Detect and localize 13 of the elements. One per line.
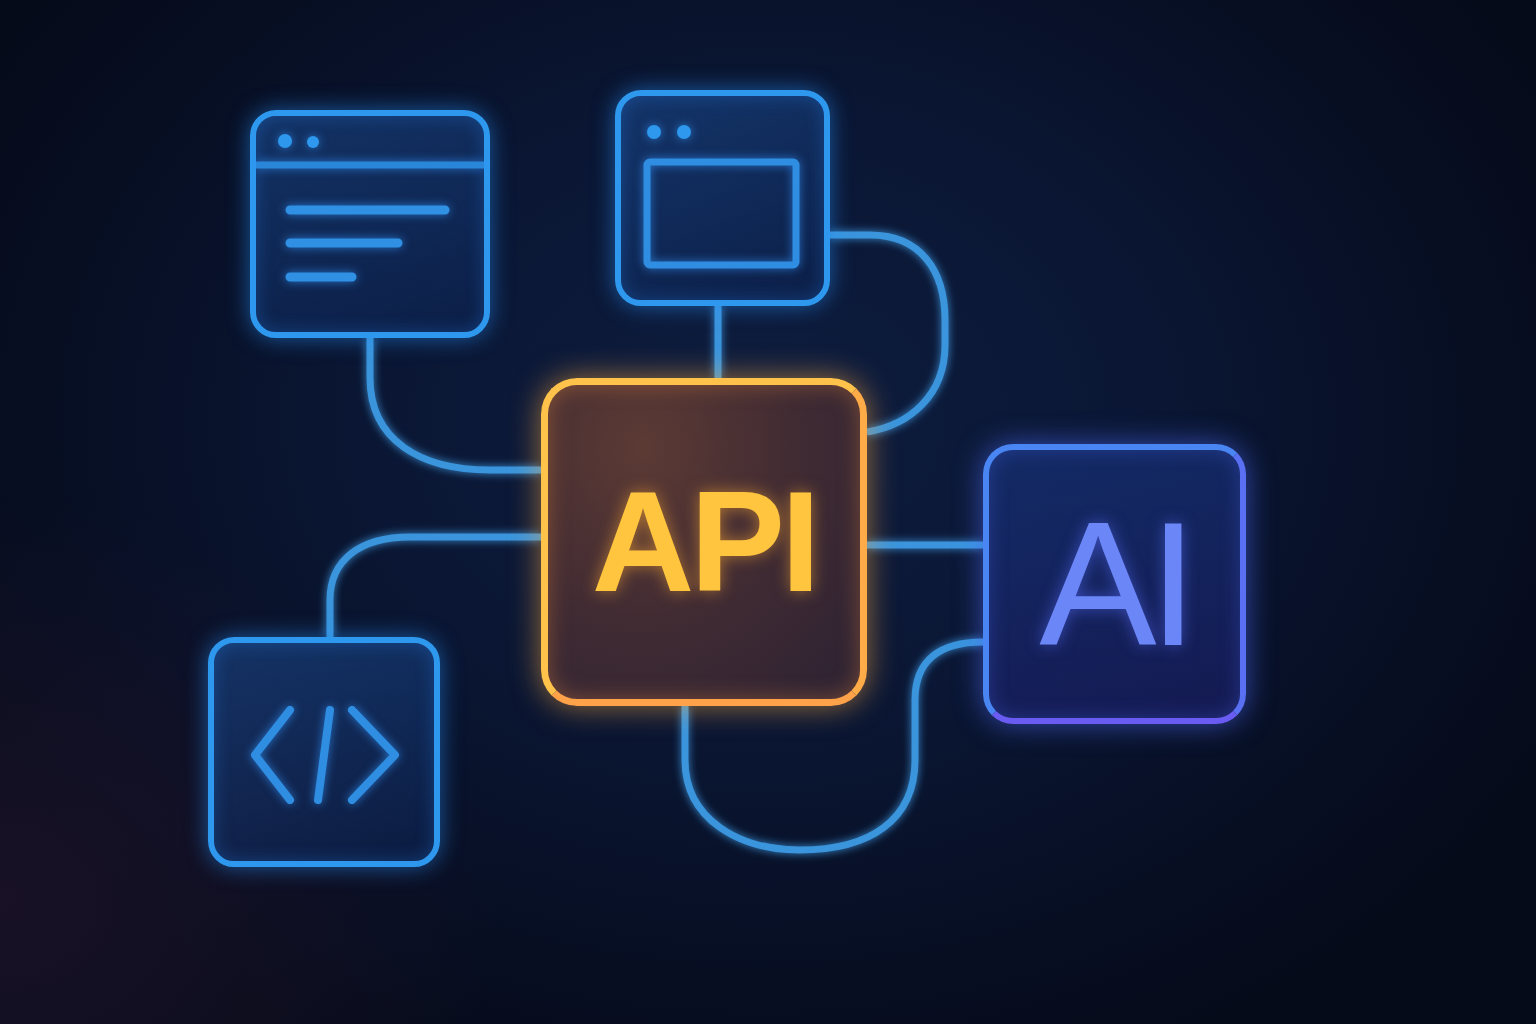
connector-line xyxy=(830,231,949,436)
node-box xyxy=(983,444,1246,724)
node-box xyxy=(541,378,867,706)
node-label: API xyxy=(590,471,818,613)
connector-line xyxy=(867,541,983,549)
connector-line xyxy=(326,533,541,637)
browser-window-tile xyxy=(615,90,830,306)
browser-window-tile xyxy=(250,110,490,338)
connector-line xyxy=(714,306,722,378)
node-label: AI xyxy=(1038,496,1191,672)
connector-line xyxy=(681,638,984,854)
connector-line xyxy=(366,338,541,474)
code-tile xyxy=(208,637,440,867)
